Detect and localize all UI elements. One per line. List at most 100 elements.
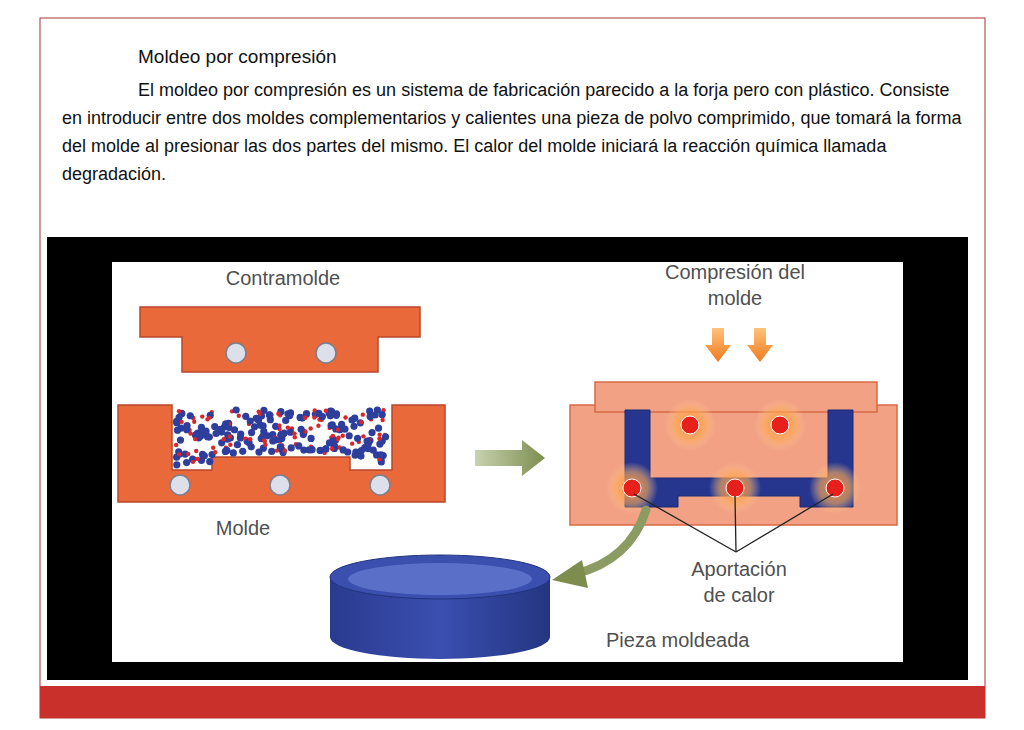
page-border <box>40 18 985 718</box>
powder-grain <box>177 409 181 413</box>
powder-grain <box>328 422 335 429</box>
powder-grain <box>207 416 211 420</box>
powder-grain <box>213 450 217 454</box>
powder-grain <box>317 447 324 454</box>
powder-grain <box>341 434 345 438</box>
heat-source <box>826 479 844 497</box>
powder-grain <box>379 411 386 418</box>
powder-grain <box>324 409 328 413</box>
compression-arrow <box>747 328 773 362</box>
footer-bar <box>40 686 985 718</box>
powder-grain <box>283 448 287 452</box>
body-text: El moldeo por compresión es un sistema d… <box>62 76 967 188</box>
powder-grain <box>377 433 381 437</box>
powder-grain <box>195 457 199 461</box>
callout-label: Aportación de calor <box>680 556 798 608</box>
powder-grain <box>276 412 280 416</box>
powder-grain <box>221 437 225 441</box>
powder-grain <box>331 445 338 452</box>
powder-grain <box>263 443 267 447</box>
powder-grain <box>204 433 211 440</box>
powder-grain <box>343 415 347 419</box>
powder-grain <box>307 435 314 442</box>
figure-panel <box>112 262 903 662</box>
powder-grain <box>377 437 381 441</box>
powder-grain <box>280 430 287 437</box>
powder-grain <box>222 420 229 427</box>
heat-source <box>681 416 699 434</box>
powder-grain <box>255 448 262 455</box>
part-label: Molde <box>203 515 283 541</box>
heat-source <box>623 479 641 497</box>
heater-hole <box>226 343 246 363</box>
powder-grain <box>295 442 302 449</box>
powder-grain <box>363 437 370 444</box>
heat-glow <box>606 462 658 514</box>
powder-grain <box>237 434 244 441</box>
powder-grain <box>179 420 183 424</box>
molded-piece-top <box>330 555 550 599</box>
powder-grain <box>350 441 354 445</box>
powder-grain <box>364 445 371 452</box>
powder-grain <box>211 446 215 450</box>
powder-grain <box>333 412 340 419</box>
powder-grain <box>227 434 234 441</box>
heater-hole <box>316 343 336 363</box>
powder-grain <box>357 453 364 460</box>
powder-grain <box>230 449 237 456</box>
heater-hole <box>170 475 190 495</box>
powder-grain <box>346 432 353 439</box>
powder-grain <box>183 459 190 466</box>
leader-line <box>634 494 833 552</box>
powder-grain <box>191 460 195 464</box>
powder-grain <box>248 437 252 441</box>
powder-grain <box>277 443 284 450</box>
powder-grain <box>348 416 355 423</box>
powder-grain <box>217 426 224 433</box>
heat-source <box>771 416 789 434</box>
molded-piece-hole <box>348 563 532 595</box>
powder-grain <box>368 429 375 436</box>
powder-grain <box>286 425 290 429</box>
powder-grain <box>330 447 334 451</box>
powder-grain <box>375 425 382 432</box>
powder-grain <box>354 435 361 442</box>
powder-grain <box>237 414 241 418</box>
powder-grain <box>201 452 208 459</box>
powder-grain <box>350 423 357 430</box>
powder-grain <box>200 414 204 418</box>
powder-grain <box>377 451 384 458</box>
powder-grain <box>262 438 266 442</box>
output-arrowhead <box>552 560 588 588</box>
powder-grain <box>192 420 196 424</box>
powder-grain <box>228 442 232 446</box>
powder-grain <box>359 420 363 424</box>
powder-grain <box>258 412 262 416</box>
powder-grain <box>197 433 204 440</box>
powder-grain <box>257 422 264 429</box>
powder-grain <box>234 441 241 448</box>
powder-grain <box>361 434 365 438</box>
powder-grain <box>223 447 230 454</box>
part-label: Contramolde <box>193 265 373 291</box>
powder-grain <box>303 416 307 420</box>
powder-grain <box>319 413 326 420</box>
heat-glow <box>809 462 861 514</box>
heater-hole <box>270 475 290 495</box>
process-arrow <box>475 440 545 476</box>
powder-grain <box>340 446 347 453</box>
powder-grain <box>308 426 312 430</box>
mold-closed <box>570 405 897 525</box>
process-label: Compresión del molde <box>664 259 806 311</box>
powder-grain <box>316 424 320 428</box>
powder-grain <box>228 434 232 438</box>
powder-grain <box>357 419 364 426</box>
powder-grain <box>233 406 240 413</box>
powder-grain <box>174 443 178 447</box>
output-arrow <box>575 510 646 574</box>
powder-grain <box>188 431 192 435</box>
powder-grain <box>248 429 255 436</box>
powder-grain <box>239 448 246 455</box>
powder-grain <box>206 458 213 465</box>
powder-grain <box>186 452 190 456</box>
